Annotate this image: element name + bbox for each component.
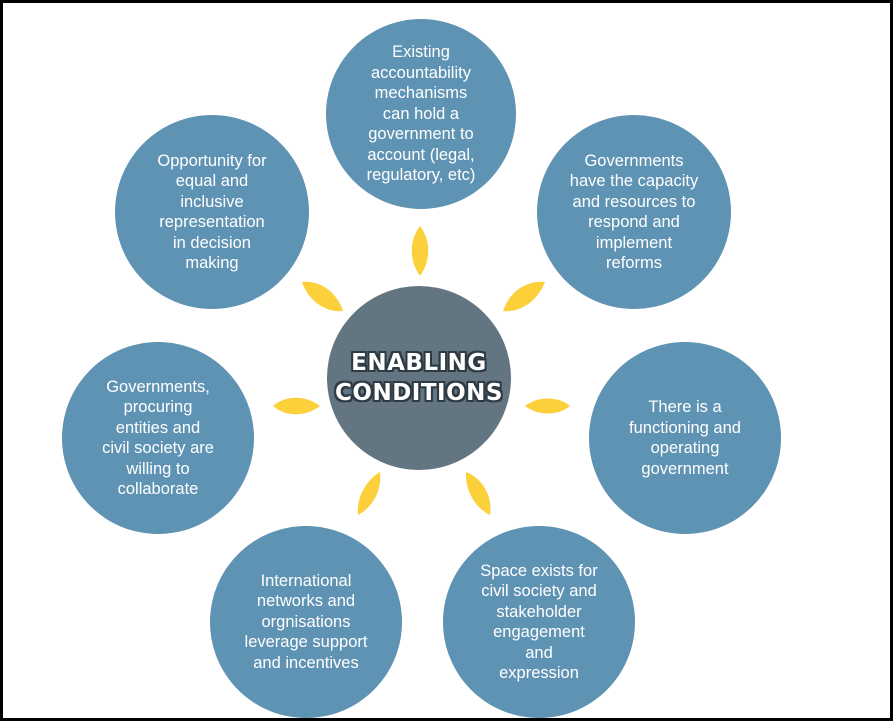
- condition-government-capacity: Governments have the capacity and resour…: [537, 115, 731, 309]
- petal-upper-right: [503, 281, 545, 312]
- condition-label: Space exists for civil society and stake…: [480, 561, 598, 683]
- petal-lower-right: [465, 472, 491, 515]
- condition-label: Governments, procuring entities and civi…: [102, 377, 214, 499]
- petal-right: [525, 398, 570, 414]
- condition-willing-to-collaborate: Governments, procuring entities and civi…: [62, 342, 254, 534]
- condition-inclusive-representation: Opportunity for equal and inclusive repr…: [115, 115, 309, 309]
- condition-label: Opportunity for equal and inclusive repr…: [157, 151, 267, 273]
- condition-label: Governments have the capacity and resour…: [569, 151, 699, 273]
- condition-civil-society-space: Space exists for civil society and stake…: [443, 526, 635, 718]
- condition-label: Existing accountability mechanisms can h…: [366, 43, 476, 185]
- condition-label: There is a functioning and operating gov…: [629, 398, 741, 478]
- condition-accountability-mechanisms: Existing accountability mechanisms can h…: [326, 19, 516, 209]
- enabling-conditions-hub: ENABLING CONDITIONS: [327, 286, 511, 470]
- petal-top: [411, 226, 429, 276]
- petal-left: [273, 397, 320, 415]
- condition-international-networks: International networks and orgnisations …: [210, 526, 402, 718]
- petal-lower-left: [357, 472, 381, 515]
- petal-upper-left: [302, 281, 343, 312]
- condition-functioning-government: There is a functioning and operating gov…: [589, 342, 781, 534]
- condition-label: International networks and orgnisations …: [244, 571, 368, 672]
- hub-title: ENABLING CONDITIONS: [335, 350, 503, 406]
